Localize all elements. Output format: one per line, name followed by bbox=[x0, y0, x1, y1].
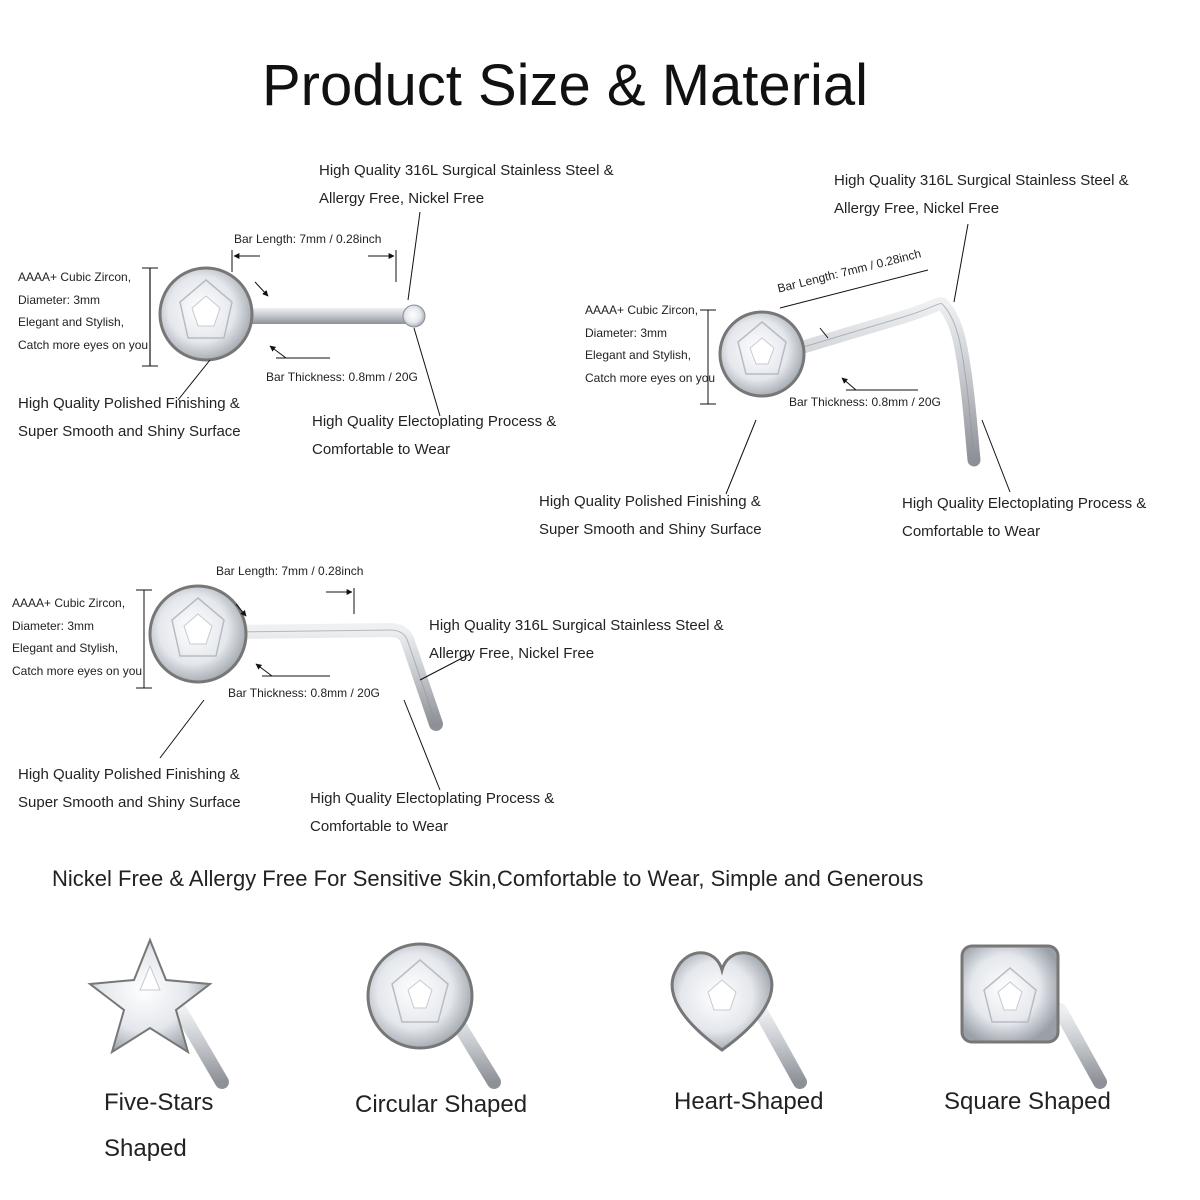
product-3-plating-label: High Quality Electoplating Process & Com… bbox=[310, 790, 555, 835]
product-2-illustration bbox=[700, 223, 1011, 495]
product-3-bar bbox=[223, 622, 443, 731]
square-gem-icon bbox=[960, 944, 1107, 1089]
tagline: Nickel Free & Allergy Free For Sensitive… bbox=[52, 866, 924, 891]
page-title: Product Size & Material bbox=[261, 53, 869, 118]
product-2-bar-thickness: Bar Thickness: 0.8mm / 20G bbox=[789, 395, 941, 409]
product-1-bar-thickness: Bar Thickness: 0.8mm / 20G bbox=[266, 370, 418, 384]
product-3-bar-length: Bar Length: 7mm / 0.28inch bbox=[216, 564, 364, 578]
product-3-zircon-label: AAAA+ Cubic Zircon, Diameter: 3mm Elegan… bbox=[12, 596, 143, 678]
heart-gem-icon bbox=[670, 951, 807, 1089]
product-2-plating-label: High Quality Electoplating Process & Com… bbox=[902, 495, 1147, 540]
product-1-bar bbox=[240, 308, 418, 324]
product-1-illustration bbox=[142, 211, 441, 417]
product-1-steel-label: High Quality 316L Surgical Stainless Ste… bbox=[319, 162, 614, 207]
shape-label-five-stars: Five-Stars Shaped bbox=[104, 1089, 214, 1162]
product-2-bar bbox=[793, 297, 981, 467]
shape-label-heart: Heart-Shaped bbox=[674, 1088, 824, 1115]
product-2-zircon-label: AAAA+ Cubic Zircon, Diameter: 3mm Elegan… bbox=[585, 303, 716, 385]
shape-label-circular: Circular Shaped bbox=[355, 1091, 528, 1118]
product-3-illustration bbox=[136, 584, 471, 791]
shape-label-square: Square Shaped bbox=[944, 1088, 1111, 1115]
round-gem-icon bbox=[366, 942, 501, 1089]
product-3-finishing-label: High Quality Polished Finishing & Super … bbox=[18, 766, 241, 811]
product-1-plating-label: High Quality Electoplating Process & Com… bbox=[312, 413, 557, 458]
product-2-steel-label: High Quality 316L Surgical Stainless Ste… bbox=[834, 172, 1129, 217]
product-3-bar-thickness: Bar Thickness: 0.8mm / 20G bbox=[228, 686, 380, 700]
product-1-finishing-label: High Quality Polished Finishing & Super … bbox=[18, 395, 241, 440]
product-3-steel-label: High Quality 316L Surgical Stainless Ste… bbox=[429, 617, 724, 662]
product-1-bar-length: Bar Length: 7mm / 0.28inch bbox=[234, 232, 382, 246]
product-1-ball bbox=[402, 304, 426, 328]
product-2-finishing-label: High Quality Polished Finishing & Super … bbox=[539, 493, 762, 538]
star-gem-icon bbox=[87, 937, 229, 1089]
product-1-zircon-label: AAAA+ Cubic Zircon, Diameter: 3mm Elegan… bbox=[18, 270, 149, 352]
